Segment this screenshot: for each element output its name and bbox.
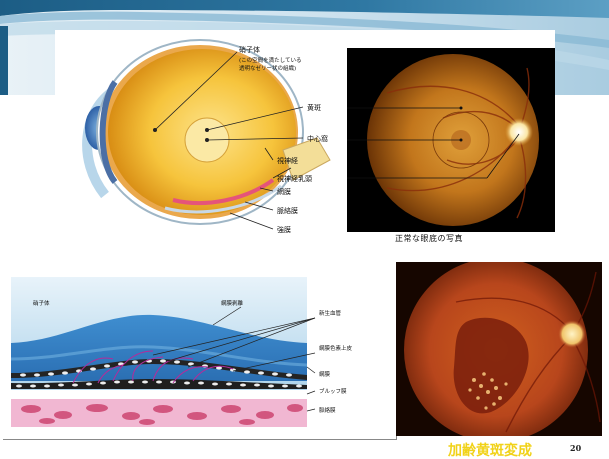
label-retina: 網膜 xyxy=(277,187,291,196)
layer-label-vitreous: 硝子体 xyxy=(33,299,50,307)
amd-fundus-photo xyxy=(396,262,602,436)
layer-label-retinal-detachment: 網膜剥離 xyxy=(221,299,244,307)
label-optic-disc: 視神経乳頭 xyxy=(277,174,312,183)
label-choroid: 脈絡膜 xyxy=(277,206,298,215)
retina-layer-diagram-panel: 硝子体 網膜剥離 新生血管 網膜色素上皮 網膜 ブルッフ膜 脈絡膜 xyxy=(3,263,397,440)
normal-fundus-caption: 正常な眼底の写真 xyxy=(395,233,535,244)
label-vitreous-note-1: (この空間を満たしている xyxy=(239,56,301,64)
layer-label-rpe: 網膜色素上皮 xyxy=(319,344,353,352)
layer-label-retina: 網膜 xyxy=(319,370,331,378)
slide-title: 加齢黄斑変成 xyxy=(448,440,532,459)
retina-layer-diagram: 硝子体 網膜剥離 新生血管 網膜色素上皮 網膜 ブルッフ膜 脈絡膜 xyxy=(3,263,396,439)
label-vitreous: 硝子体 xyxy=(239,45,260,54)
layer-label-new-vessels: 新生血管 xyxy=(319,309,342,317)
layer-label-choroid: 脈絡膜 xyxy=(319,406,336,414)
normal-fundus-photo xyxy=(347,48,555,232)
label-macula: 黄斑 xyxy=(307,103,321,112)
label-sclera: 強膜 xyxy=(277,225,291,234)
label-optic-nerve: 視神経 xyxy=(277,156,298,165)
page-number: 20 xyxy=(570,443,581,453)
layer-label-bruch: ブルッフ膜 xyxy=(319,387,347,395)
label-vitreous-note-2: 透明なゼリー状の組織) xyxy=(239,64,296,72)
label-fovea: 中心窩 xyxy=(307,134,328,143)
